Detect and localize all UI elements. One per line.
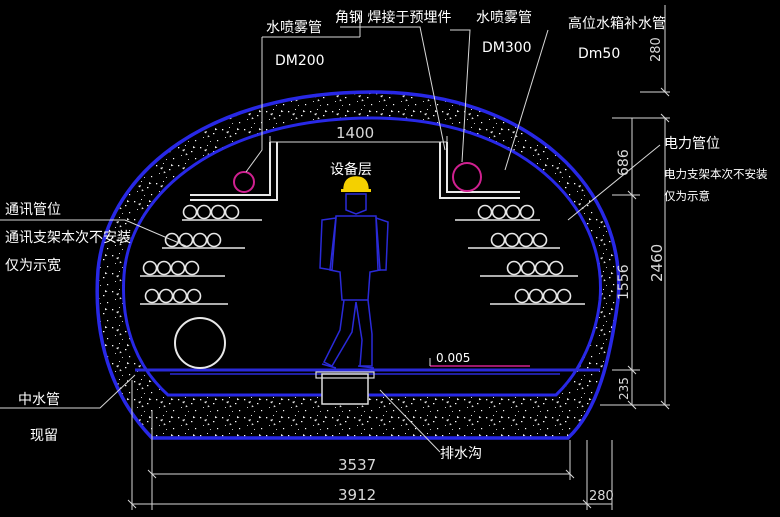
helmet-icon xyxy=(343,176,369,191)
label-dm300: DM300 xyxy=(482,40,532,56)
slope-marker: 0.005 xyxy=(429,351,530,367)
label-drain-ditch: 排水沟 xyxy=(440,446,482,462)
callout-labels: 水喷雾管 DM200 角钢 焊接于预埋件 水喷雾管 DM300 高位水箱补水管 … xyxy=(5,9,768,462)
dim-3537: 3537 xyxy=(338,456,376,474)
power-cable-trays xyxy=(455,204,585,305)
dim-3912: 3912 xyxy=(338,486,376,504)
label-reserved: 现留 xyxy=(30,428,58,444)
dim-686: 686 xyxy=(616,149,632,176)
worker-figure xyxy=(319,176,389,369)
comm-cable-trays xyxy=(140,204,262,305)
spray-pipe-bracket-right xyxy=(439,142,520,199)
leader-lines xyxy=(0,15,661,453)
shell-outer-outline xyxy=(95,90,621,440)
spray-pipe-dm300 xyxy=(452,162,482,192)
drain-ditch-block xyxy=(321,373,369,405)
label-power-bracket-1: 电力支架本次不安装 xyxy=(664,167,768,181)
label-dm200: DM200 xyxy=(275,53,325,69)
label-spray-pipe-left: 水喷雾管 xyxy=(266,20,322,36)
dimension-lines xyxy=(127,5,670,510)
label-equipment-layer: 设备层 xyxy=(330,161,372,178)
dim-280-top: 280 xyxy=(649,37,664,62)
label-high-tank-pipe: 高位水箱补水管 xyxy=(568,15,666,32)
dim-1400: 1400 xyxy=(336,124,374,142)
label-power-pipe: 电力管位 xyxy=(664,136,720,152)
middle-water-pipe xyxy=(174,317,226,369)
label-dm50: Dm50 xyxy=(578,46,620,62)
dimension-texts: 1400 3537 3912 280 280 686 1556 2460 235 xyxy=(336,37,666,504)
label-middle-water-pipe: 中水管 xyxy=(18,392,60,408)
label-power-bracket-2: 仅为示意 xyxy=(664,189,710,203)
slope-label: 0.005 xyxy=(436,351,470,365)
dim-1556: 1556 xyxy=(616,264,632,300)
label-comm-pipe: 通讯管位 xyxy=(5,202,61,218)
dim-2460: 2460 xyxy=(648,244,666,282)
dim-280-bottom: 280 xyxy=(589,489,614,504)
spray-pipe-dm200 xyxy=(233,171,255,193)
spray-pipe-bracket-left xyxy=(190,142,278,201)
floor xyxy=(135,368,600,405)
label-comm-bracket-1: 通讯支架本次不安装 xyxy=(5,230,131,246)
label-spray-pipe-right: 水喷雾管 xyxy=(476,10,532,26)
label-angle-steel: 角钢 焊接于预埋件 xyxy=(335,9,451,26)
tunnel-shell xyxy=(95,90,621,440)
dim-235: 235 xyxy=(617,377,631,400)
shell-inner-outline xyxy=(121,116,602,397)
label-comm-bracket-2: 仅为示宽 xyxy=(5,257,61,274)
